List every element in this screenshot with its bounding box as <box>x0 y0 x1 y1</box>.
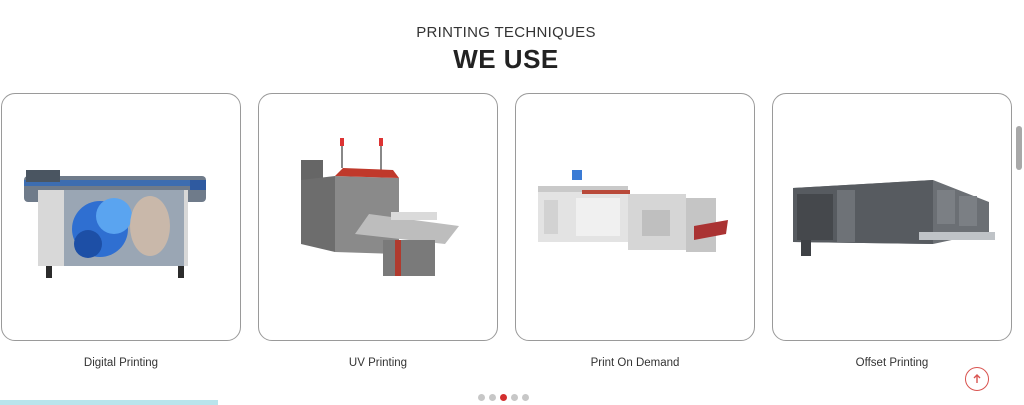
card-uv-printing[interactable] <box>258 93 498 341</box>
uv-printer-image <box>301 138 459 276</box>
card-label-print-on-demand: Print On Demand <box>590 357 680 369</box>
scrollbar-thumb[interactable] <box>1016 126 1022 170</box>
carousel-dot[interactable] <box>478 394 485 401</box>
card-label-uv-printing: UV Printing <box>348 357 408 369</box>
carousel-dot[interactable] <box>511 394 518 401</box>
scroll-to-top-button[interactable] <box>965 367 989 391</box>
offset-press-image <box>793 180 995 256</box>
card-digital-printing[interactable] <box>1 93 241 341</box>
card-label-digital-printing: Digital Printing <box>83 357 159 369</box>
wide-format-printer-image <box>24 170 206 278</box>
arrow-up-icon <box>973 374 981 383</box>
carousel-pagination <box>478 394 529 401</box>
section-subtitle: PRINTING TECHNIQUES <box>416 24 596 41</box>
carousel-dot-active[interactable] <box>500 394 507 401</box>
card-label-offset-printing: Offset Printing <box>855 357 929 369</box>
section-title: WE USE <box>453 44 559 74</box>
carousel-dot[interactable] <box>489 394 496 401</box>
card-offset-printing[interactable] <box>772 93 1012 341</box>
card-print-on-demand[interactable] <box>515 93 755 341</box>
section-heading: PRINTING TECHNIQUES WE USE <box>0 24 1012 74</box>
decorative-bar <box>0 400 218 405</box>
carousel-dot[interactable] <box>522 394 529 401</box>
production-printer-image <box>538 170 728 252</box>
